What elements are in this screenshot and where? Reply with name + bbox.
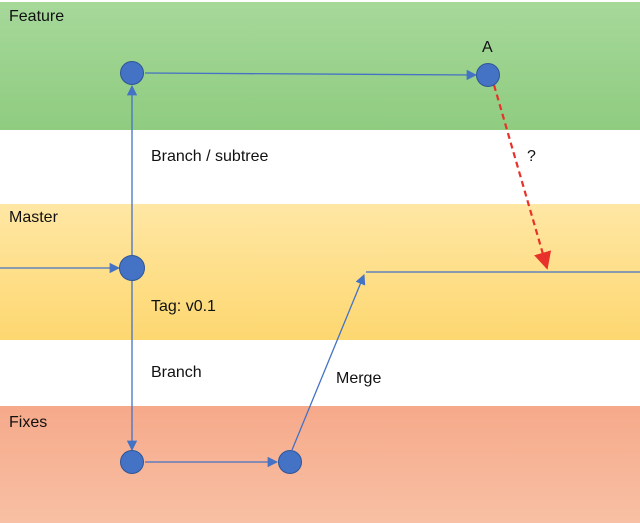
feature-lane [0,2,640,130]
master-lane-label: Master [9,209,58,226]
commit-node-feature-start [120,61,144,85]
tag-label: Tag: v0.1 [151,298,216,315]
commit-node-feature-a [476,63,500,87]
commit-node-fixes-start [120,450,144,474]
question-label: ? [527,148,536,165]
commit-node-fixes-end [278,450,302,474]
feature-lane-label: Feature [9,8,65,25]
node-a-label: A [482,39,493,56]
uncertain-merge-arrow [492,84,552,270]
branch-label: Branch [151,364,202,381]
merge-label: Merge [336,370,382,387]
commit-node-master [119,255,145,281]
merge-arrow [291,274,366,451]
branch-subtree-label: Branch / subtree [151,148,269,165]
fixes-lane [0,406,640,523]
fixes-lane-label: Fixes [9,414,48,431]
feature-commit-arrow [144,69,478,81]
